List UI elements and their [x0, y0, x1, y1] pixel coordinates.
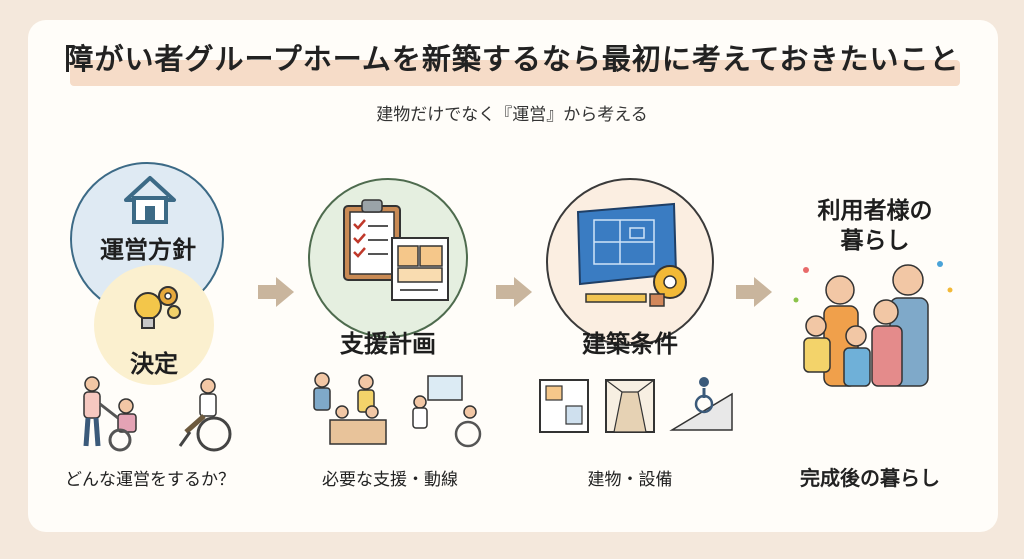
step-support-caption: 必要な支援・動線: [322, 470, 458, 490]
gears-bulb-icon: [134, 286, 181, 329]
house-icon: [124, 176, 176, 224]
step-life-label: 利用者様の 暮らし: [817, 198, 933, 254]
step-policy-caption: どんな運営をするか？: [65, 470, 235, 490]
family-illustration: [793, 261, 953, 387]
page-title: 障がい者グループホームを新築するなら最初に考えておきたいこと: [64, 42, 960, 76]
caregiver-illustration: [83, 376, 137, 452]
building-circle: [546, 178, 714, 346]
step-policy-label: 運営方針: [100, 236, 196, 264]
step-building-label: 建築条件: [582, 330, 678, 358]
title-highlight: [70, 60, 960, 86]
floorplan-icon: [391, 237, 449, 301]
room-plan-icon: [539, 379, 589, 433]
step-building-caption: 建物・設備: [587, 470, 673, 490]
page-subtitle: 建物だけでなく『運営』から考える: [376, 105, 648, 125]
wheelchair-illustration: [178, 378, 232, 452]
clipboard-icon: [343, 199, 401, 281]
corridor-icon: [605, 379, 655, 433]
group-activity-illustration: [313, 372, 482, 448]
step-life-caption: 完成後の暮らし: [800, 466, 940, 490]
blueprint-icon: [576, 202, 678, 286]
step-support-label: 支援計画: [340, 330, 436, 358]
ramp-icon: [669, 377, 733, 431]
tape-measure-icon: [585, 265, 687, 307]
step-decision-label: 決定: [130, 350, 178, 378]
